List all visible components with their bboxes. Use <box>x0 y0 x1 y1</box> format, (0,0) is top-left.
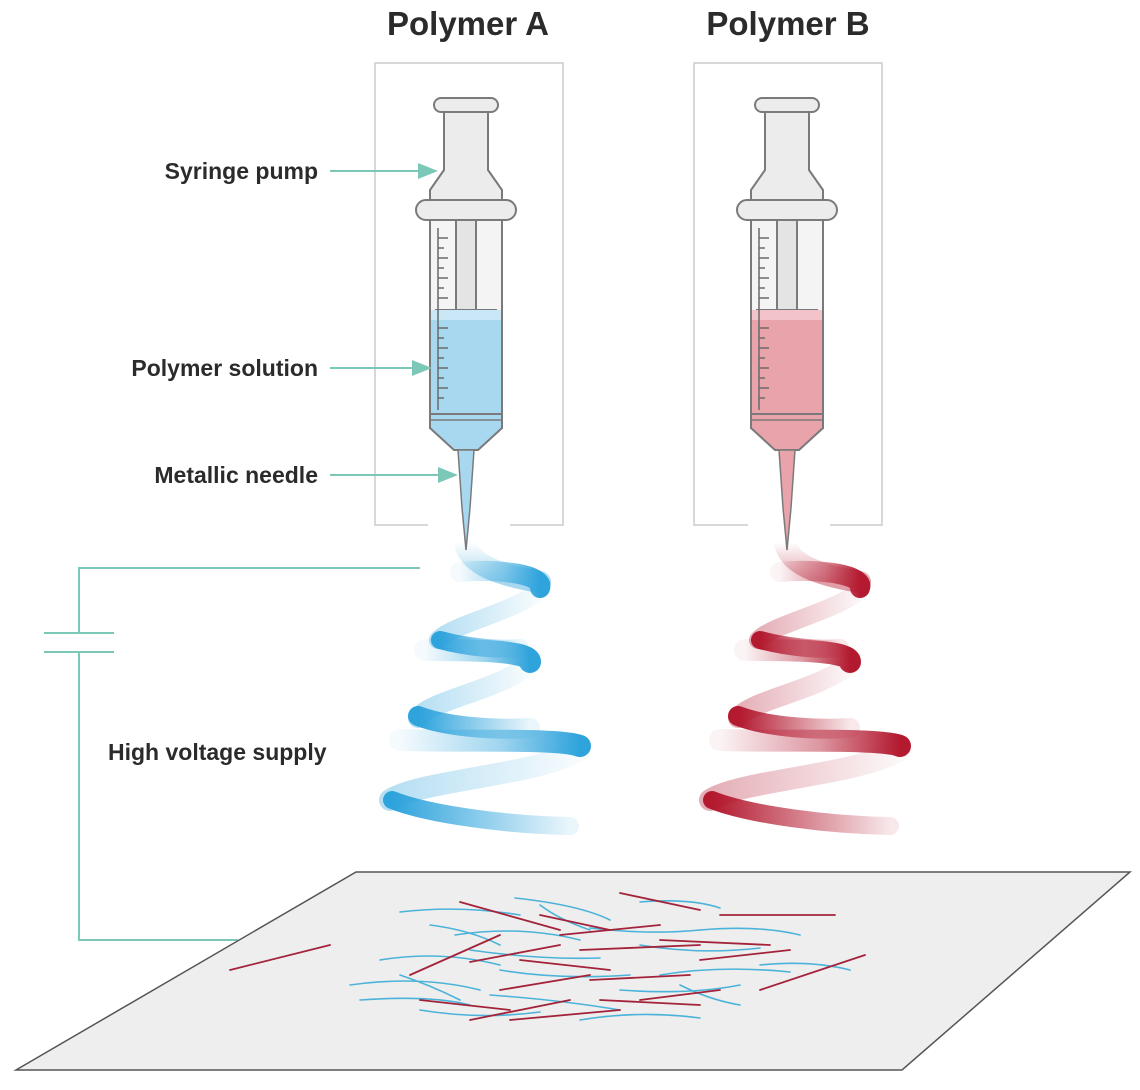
polymer-b-title: Polymer B <box>706 5 869 42</box>
polymer-b-fibers <box>229 892 866 1021</box>
syringe-pump-label: Syringe pump <box>165 158 318 184</box>
polymer-a-frame <box>374 62 564 526</box>
polymer-b-jet-spiral <box>699 531 911 835</box>
voltage-circuit <box>44 567 420 941</box>
polymer-a-title: Polymer A <box>387 5 549 42</box>
polymer-a-needle <box>457 449 475 551</box>
collector-plate <box>13 871 1133 1071</box>
syringe-a <box>415 97 517 551</box>
polymer-solution-label: Polymer solution <box>131 355 318 381</box>
polymer-b-frame <box>693 62 883 526</box>
metallic-needle-label: Metallic needle <box>154 462 318 488</box>
polymer-b-needle <box>778 449 796 551</box>
high-voltage-supply-label: High voltage supply <box>108 739 327 765</box>
syringe-b <box>736 97 838 551</box>
polymer-a-jet-spiral <box>379 531 591 835</box>
